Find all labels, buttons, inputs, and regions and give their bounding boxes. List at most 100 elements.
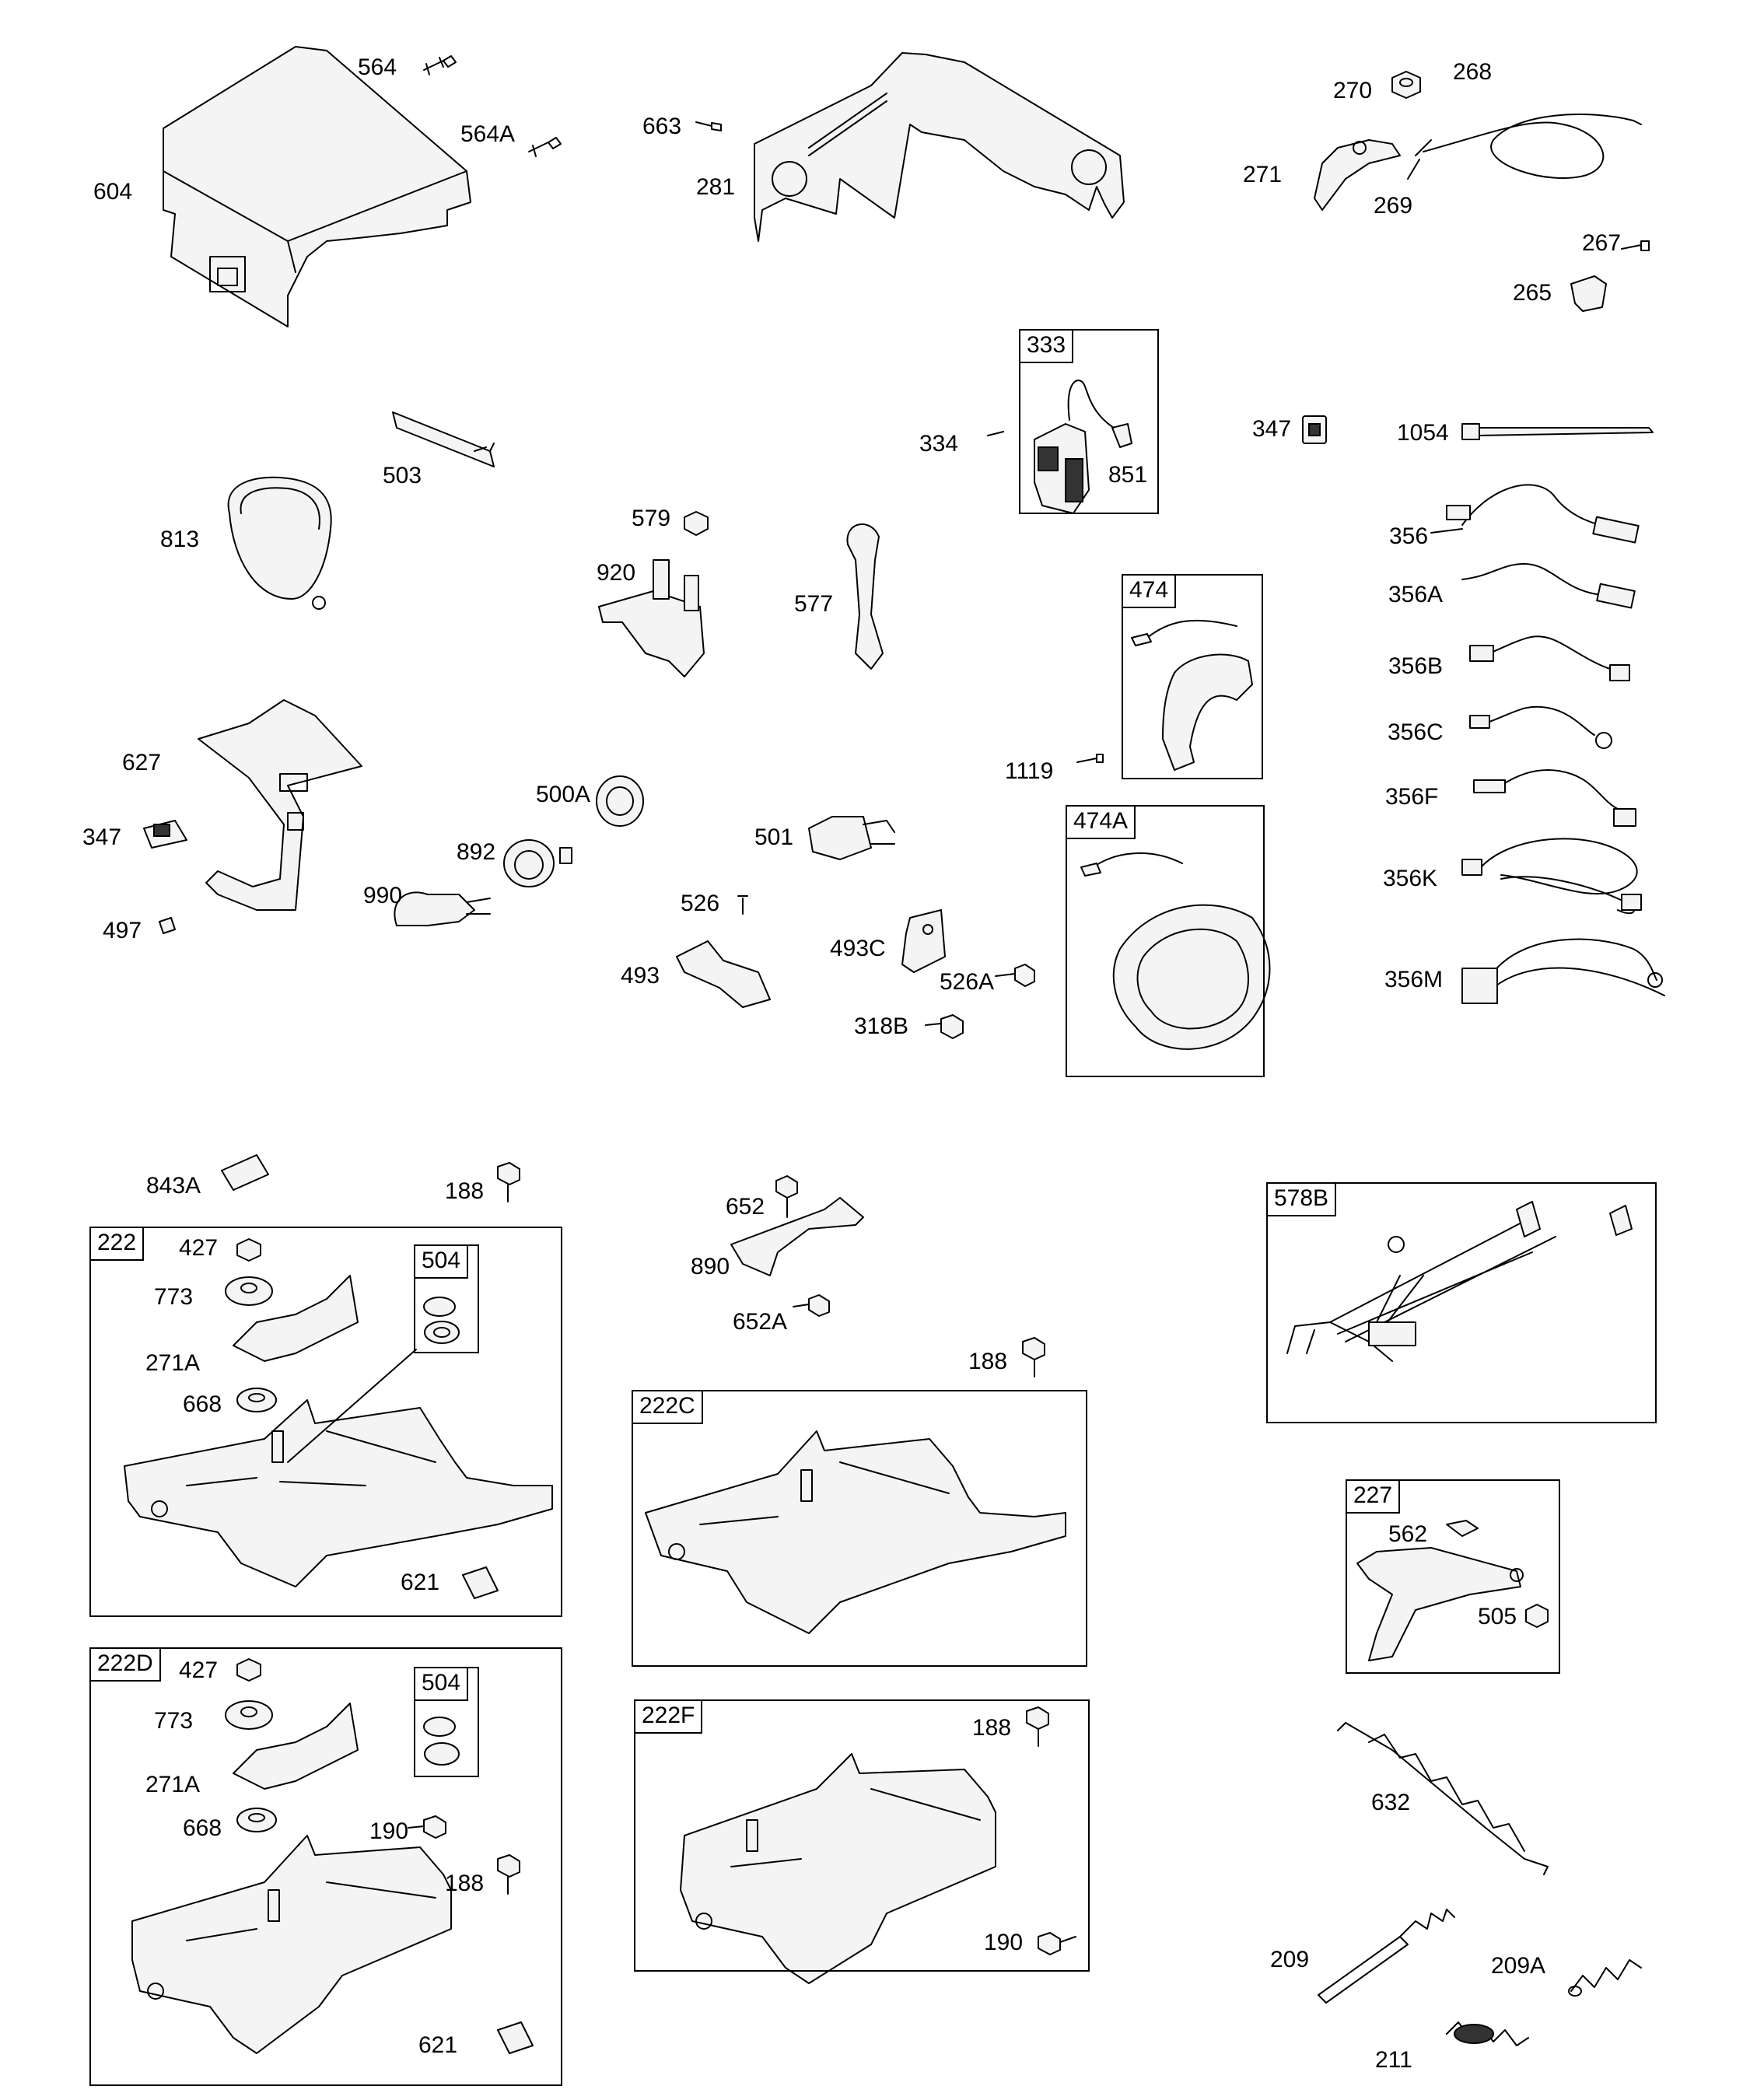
bracket-493-drawing — [676, 940, 771, 1008]
callout-652A: 652A — [733, 1309, 788, 1335]
spark-plug-boot-577-drawing — [846, 523, 884, 670]
callout-843A: 843A — [146, 1173, 201, 1199]
callout-271A-b: 271A — [145, 1772, 201, 1797]
nut-270-drawing — [1391, 71, 1421, 99]
callout-271A-a: 271A — [145, 1350, 201, 1376]
callout-500A: 500A — [536, 782, 591, 807]
callout-211: 211 — [1375, 2047, 1412, 2073]
washer-773a-drawing — [225, 1276, 273, 1306]
screw-562-drawing — [1446, 1520, 1479, 1537]
box-227: 227 — [1346, 1479, 1560, 1674]
nut-427b-drawing — [236, 1658, 261, 1682]
callout-990: 990 — [363, 883, 403, 908]
callout-526: 526 — [681, 891, 720, 916]
callout-1119: 1119 — [1005, 758, 1054, 784]
box-474A: 474A — [1066, 805, 1265, 1077]
clip-265-drawing — [1570, 275, 1607, 312]
callout-188-c: 188 — [445, 1871, 485, 1896]
washer-773b-drawing — [225, 1700, 273, 1730]
spring-211-drawing — [1446, 2021, 1529, 2046]
cable-268-drawing — [1415, 114, 1642, 179]
bolt-564-drawing — [423, 55, 457, 75]
clip-621b-drawing — [497, 2021, 534, 2054]
rectifier-501-drawing — [808, 816, 895, 860]
cable-tie-1054-drawing — [1461, 423, 1654, 440]
callout-190-b: 190 — [984, 1930, 1024, 1955]
box-label-504b: 504 — [415, 1668, 469, 1701]
callout-265: 265 — [1513, 280, 1552, 306]
bolt-188-top-drawing — [497, 1162, 520, 1202]
callout-356C: 356C — [1388, 719, 1444, 745]
callout-188-mid: 188 — [968, 1349, 1008, 1374]
solenoid-920-drawing — [598, 559, 705, 677]
callout-505: 505 — [1478, 1604, 1517, 1629]
spring-632-drawing — [1337, 1722, 1549, 1875]
box-label-227: 227 — [1347, 1481, 1401, 1514]
screw-526-drawing — [737, 895, 748, 915]
callout-347-top: 347 — [1252, 416, 1292, 442]
callout-209A: 209A — [1491, 1953, 1546, 1979]
wire-269-drawing — [1407, 159, 1420, 180]
bolt-526A-drawing — [995, 964, 1035, 987]
callout-271: 271 — [1243, 162, 1283, 187]
callout-334: 334 — [919, 431, 959, 457]
grommet-843A-drawing — [221, 1154, 269, 1191]
callout-621-b: 621 — [418, 2032, 458, 2058]
key-990-drawing — [394, 891, 491, 926]
ignition-module-333-drawing — [1034, 380, 1132, 514]
box-label-333: 333 — [1020, 331, 1074, 363]
lead-356K-drawing — [1461, 838, 1642, 915]
callout-268: 268 — [1453, 59, 1493, 85]
callout-621-a: 621 — [401, 1570, 440, 1595]
callout-347-left: 347 — [82, 824, 122, 850]
washers-504a-drawing — [423, 1297, 460, 1344]
callout-773-a: 773 — [154, 1284, 194, 1310]
lead-356F-drawing — [1473, 769, 1636, 827]
callout-892: 892 — [457, 839, 496, 865]
box-label-222F: 222F — [635, 1701, 703, 1734]
washer-668a-drawing — [236, 1388, 277, 1412]
callout-813: 813 — [160, 527, 200, 552]
bolt-564A-drawing — [528, 137, 562, 157]
lead-356A-drawing — [1461, 563, 1636, 609]
callout-890: 890 — [691, 1254, 730, 1279]
callout-652: 652 — [726, 1194, 765, 1220]
bolt-318B-drawing — [925, 1014, 964, 1039]
screw-334-drawing — [987, 431, 1004, 436]
callout-188-top: 188 — [445, 1178, 485, 1204]
callout-356A: 356A — [1388, 582, 1444, 607]
leader-line-504a — [287, 1349, 417, 1463]
callout-356B: 356B — [1388, 653, 1444, 679]
box-222C: 222C — [632, 1390, 1087, 1667]
bolt-188d-drawing — [1026, 1706, 1049, 1747]
callout-562: 562 — [1388, 1521, 1428, 1547]
base-plate-222F-drawing — [680, 1753, 996, 1984]
callout-851: 851 — [1108, 462, 1148, 488]
callout-493: 493 — [621, 963, 660, 989]
base-plate-222D-drawing — [131, 1835, 452, 2054]
callout-564A: 564A — [460, 121, 516, 147]
washers-504b-drawing — [423, 1717, 460, 1766]
callout-497: 497 — [103, 918, 142, 943]
callout-209: 209 — [1270, 1947, 1310, 1972]
lever-271Aa-drawing — [233, 1275, 359, 1362]
lever-227-drawing — [1356, 1547, 1524, 1661]
strap-503-drawing — [392, 411, 495, 467]
callout-501: 501 — [754, 824, 794, 850]
box-222D: 222D — [89, 1647, 562, 2086]
screw-497-drawing — [159, 917, 176, 934]
washer-500A-drawing — [596, 775, 644, 827]
harness-578B-drawing — [1286, 1201, 1633, 1362]
bolt-652A-drawing — [793, 1294, 830, 1317]
spring-209-drawing — [1318, 1909, 1455, 2004]
switch-347-drawing — [1302, 415, 1327, 444]
callout-190-a: 190 — [369, 1818, 409, 1844]
callout-632: 632 — [1371, 1790, 1411, 1815]
callout-577: 577 — [794, 591, 834, 617]
callout-773-b: 773 — [154, 1708, 194, 1734]
lead-356-drawing — [1430, 484, 1640, 544]
callout-503: 503 — [383, 463, 422, 488]
box-label-222C: 222C — [633, 1391, 703, 1424]
